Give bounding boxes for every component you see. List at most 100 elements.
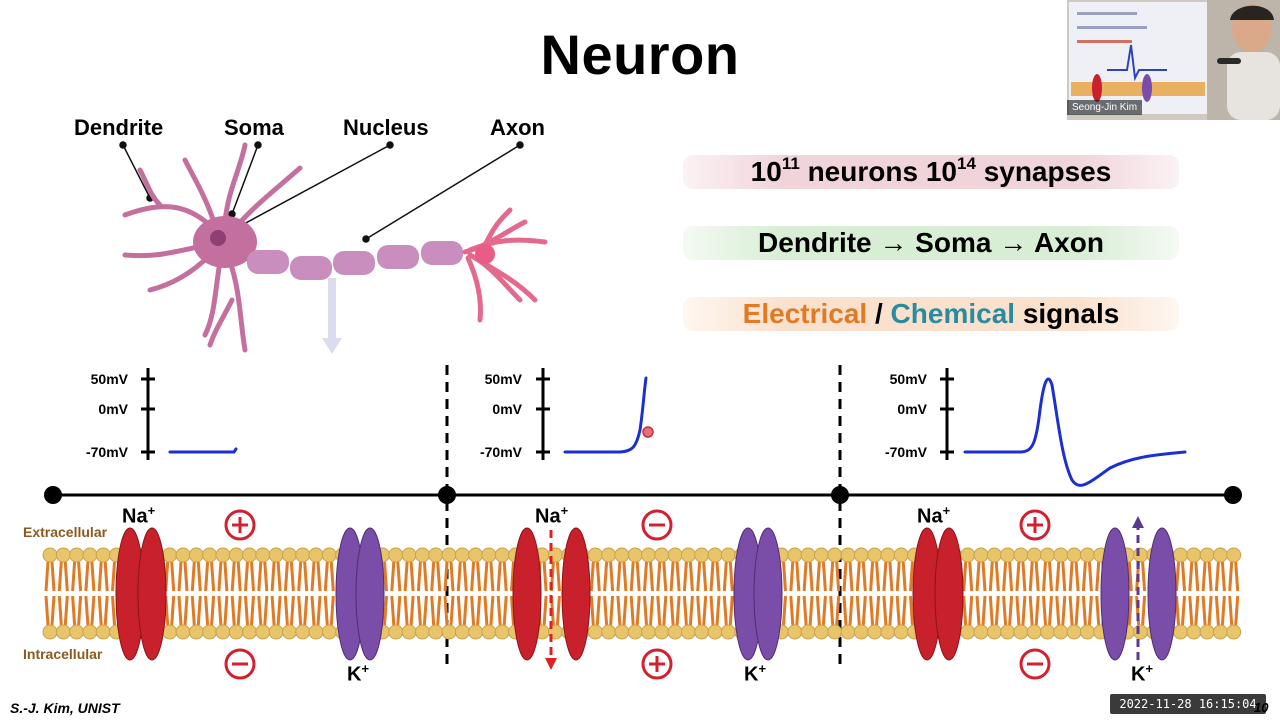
lipid-head — [800, 547, 816, 563]
lipid-head — [55, 624, 71, 640]
lipid-tail — [595, 561, 601, 592]
lipid-tail — [71, 595, 77, 626]
na-channel-open-left — [512, 527, 542, 661]
lipid-head — [42, 624, 58, 640]
lipid-tail — [510, 595, 515, 626]
lipid-tail — [422, 561, 428, 592]
lipid-tail — [795, 595, 801, 626]
lipid-head — [787, 547, 803, 563]
lipid-tail — [230, 561, 236, 592]
lipid-tail — [383, 595, 388, 626]
label-dendrite: Dendrite — [74, 115, 164, 140]
k-channel-open-left — [1100, 527, 1130, 661]
lipid-head — [1079, 624, 1095, 640]
lipid-tail — [483, 561, 489, 592]
lipid-tail — [595, 595, 601, 626]
lipid-tail — [204, 561, 210, 592]
lipid-head — [641, 624, 656, 640]
lipid-tail — [895, 595, 901, 626]
lipid-head — [680, 624, 696, 640]
k-symbol: K — [1131, 663, 1146, 686]
lipid-tail — [510, 561, 515, 592]
lipid-tail — [177, 595, 183, 626]
p3-label-neg70mv: -70mV — [884, 444, 927, 460]
lipid-head — [82, 624, 98, 640]
lipid-head — [1026, 547, 1042, 563]
na-influx-arrow-icon — [545, 658, 557, 670]
lipid-tail — [855, 595, 861, 626]
lipid-tail — [456, 561, 462, 592]
lipid-head — [268, 547, 284, 563]
lipid-tail — [1034, 595, 1040, 626]
lipid-tail — [994, 561, 1000, 592]
lipid-head — [893, 624, 909, 640]
lipid-head — [228, 547, 244, 563]
lipid-tail — [1188, 595, 1194, 626]
lipid-head — [428, 547, 444, 563]
lipid-tail — [77, 561, 83, 592]
lipid-tail — [829, 595, 835, 626]
presenter-video-tile[interactable]: Seong-Jin Kim — [1067, 0, 1280, 120]
lipid-tail — [1095, 561, 1101, 592]
lipid-tail — [1234, 595, 1240, 626]
lipid-tail — [1141, 595, 1147, 626]
lipid-tail — [489, 561, 495, 592]
lipid-head — [813, 547, 829, 563]
lipid-tail — [1181, 595, 1186, 626]
lipid-tail — [688, 561, 694, 592]
lipid-tail — [728, 561, 734, 592]
lipid-head — [414, 547, 430, 563]
lipid-tail — [1002, 595, 1008, 626]
lipid-tail — [848, 595, 854, 626]
lipid-tail — [297, 595, 303, 626]
lipid-tail — [869, 561, 875, 592]
lipid-tail — [190, 595, 196, 626]
lipid-tail — [470, 595, 476, 626]
lipid-head — [720, 547, 736, 563]
lipid-tail — [968, 595, 974, 626]
lipid-head — [1013, 547, 1029, 563]
lipid-head — [414, 624, 430, 640]
lipid-tail — [84, 595, 90, 626]
lipid-tail — [622, 595, 628, 626]
label-soma: Soma — [224, 115, 284, 140]
lipid-tail — [1127, 595, 1133, 626]
lipid-tail — [270, 595, 276, 626]
depolarization-trace — [563, 376, 648, 454]
lipid-tail — [396, 595, 402, 626]
lipid-tail — [656, 561, 662, 592]
lipid-tail — [236, 561, 242, 592]
lipid-head — [215, 624, 231, 640]
lipid-head — [601, 624, 617, 640]
lipid-tail — [303, 595, 309, 626]
lipid-head — [388, 547, 404, 563]
lipid-tail — [861, 595, 867, 626]
k-charge: + — [1145, 661, 1154, 676]
lipid-tail — [1061, 561, 1067, 592]
lipid-tail — [962, 561, 968, 592]
lipid-head — [1199, 624, 1215, 640]
lipid-tail — [50, 595, 56, 626]
lipid-head — [1026, 624, 1042, 640]
lipid-tail — [542, 595, 548, 626]
lipid-head — [228, 624, 244, 640]
lipid-tail — [709, 595, 715, 626]
lipid-tail — [111, 561, 116, 592]
lipid-tail — [390, 561, 396, 592]
lipid-tail — [629, 595, 635, 626]
lipid-tail — [316, 595, 322, 626]
k-symbol: K — [347, 663, 362, 686]
lipid-tail — [416, 595, 422, 626]
lipid-tail — [782, 595, 787, 626]
lipid-head — [1066, 547, 1082, 563]
lipid-tail — [715, 595, 721, 626]
lipid-tail — [489, 595, 495, 626]
lipid-head — [1186, 624, 1202, 640]
lipid-head — [1199, 547, 1215, 563]
lipid-tail — [44, 561, 50, 592]
lipid-tail — [430, 561, 436, 592]
k-channel-open-right — [1147, 527, 1177, 661]
lipid-tail — [257, 595, 263, 626]
lipid-head — [1053, 624, 1069, 640]
lipid-tail — [1081, 561, 1087, 592]
